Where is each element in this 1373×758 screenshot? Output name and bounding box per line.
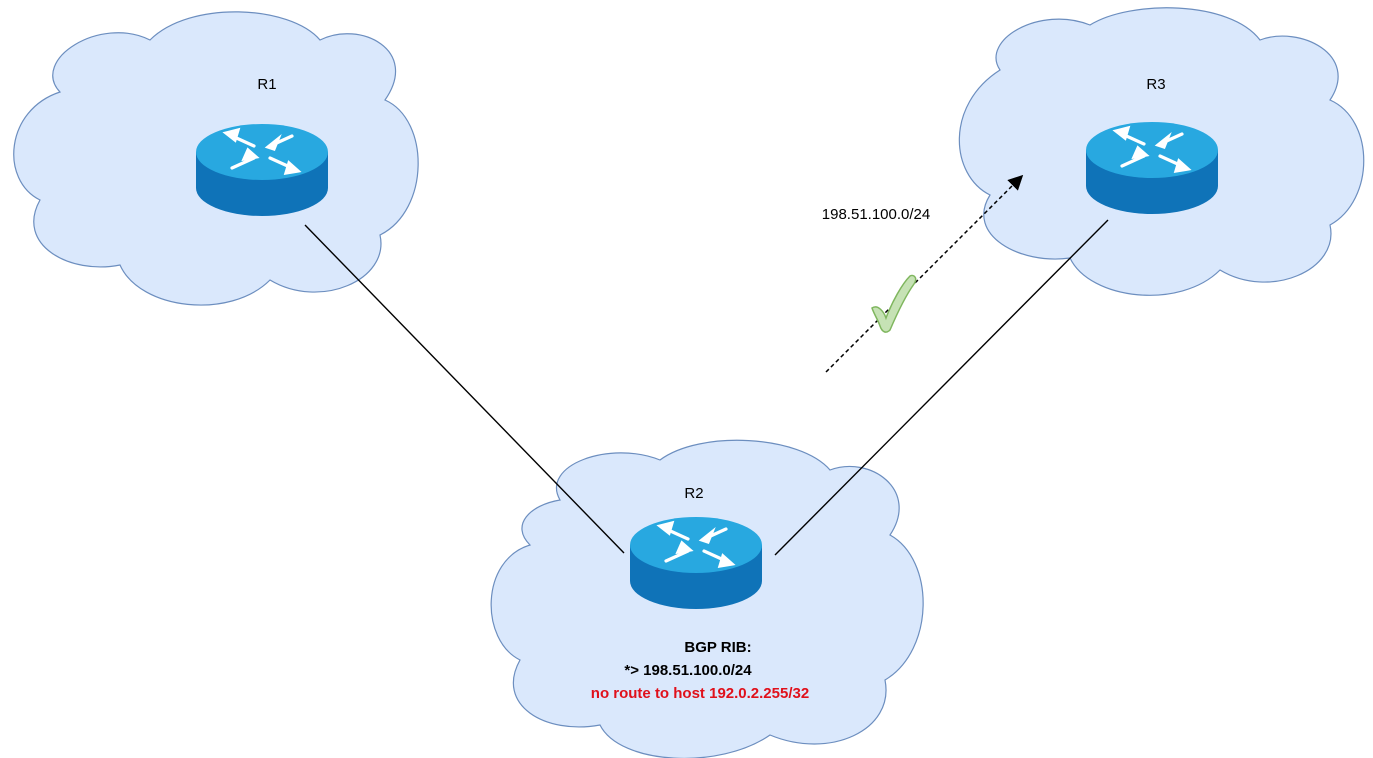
checkmark-icon [871, 274, 917, 333]
advertised-prefix-label: 198.51.100.0/24 [822, 206, 930, 223]
router-r2-icon [628, 515, 764, 611]
rib-title: BGP RIB: [684, 639, 751, 656]
advertisement-arrow [825, 174, 1024, 373]
r3-label: R3 [1146, 76, 1165, 93]
link-r1-r2 [304, 224, 625, 554]
r2-label: R2 [684, 485, 703, 502]
rib-error: no route to host 192.0.2.255/32 [591, 685, 809, 702]
router-r3-icon [1084, 120, 1220, 216]
rib-entry: *> 198.51.100.0/24 [624, 662, 752, 679]
link-r2-r3 [774, 219, 1109, 556]
router-r1-icon [194, 122, 330, 218]
r1-label: R1 [257, 76, 276, 93]
